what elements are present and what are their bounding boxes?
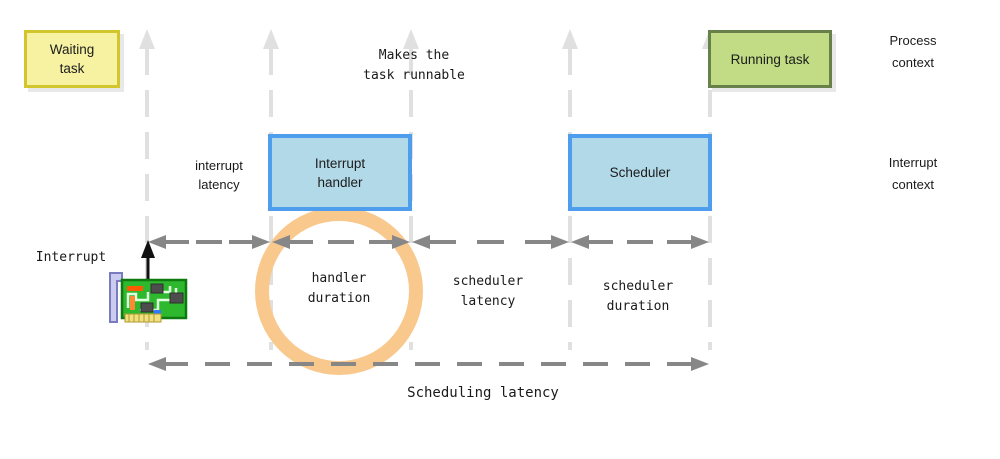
scheduler-latency-label: scheduler latency [452, 274, 524, 309]
running-task-label: Running task [730, 51, 810, 67]
span-arrow-interrupt-latency [148, 235, 270, 249]
interrupt-handler-box: Interrupt handler [268, 134, 412, 211]
scheduler-duration-label: scheduler duration [602, 279, 674, 314]
timeline-guide-1 [139, 29, 155, 350]
interrupt-arrow [141, 240, 155, 279]
span-arrow-scheduling-latency [148, 357, 709, 371]
handler-duration-label: handler duration [307, 271, 371, 306]
makes-task-runnable-label: Makes the task runnable [363, 48, 465, 83]
process-context-label: Process context [889, 33, 937, 70]
up-arrow-icon [263, 29, 279, 49]
up-arrow-icon [141, 240, 155, 258]
interrupt-context-label: Interrupt context [888, 155, 938, 192]
network-card-icon [109, 272, 188, 323]
span-arrow-scheduler-latency [412, 235, 569, 249]
span-arrow-scheduler-duration [571, 235, 709, 249]
interrupt-source-label: Interrupt [35, 250, 107, 265]
scheduler-box: Scheduler [568, 134, 712, 211]
scheduler-label: Scheduler [609, 165, 671, 180]
span-arrow-handler-duration [272, 235, 410, 249]
handler-duration-highlight-circle [255, 207, 423, 375]
waiting-task-box: Waiting task [24, 30, 120, 88]
interrupt-latency-label: interrupt latency [195, 158, 243, 192]
waiting-task-label-line1: Waiting [49, 42, 95, 57]
interrupt-handler-label-line1: Interrupt [314, 155, 366, 171]
span-arrows [148, 235, 709, 371]
running-task-box: Running task [708, 30, 832, 88]
up-arrow-icon [562, 29, 578, 49]
up-arrow-icon [139, 29, 155, 49]
scheduling-latency-label: Scheduling latency [407, 385, 559, 401]
waiting-task-label-line2: task [59, 61, 85, 76]
interrupt-handler-label-line2: handler [317, 174, 363, 190]
up-arrow-icon [403, 29, 419, 49]
